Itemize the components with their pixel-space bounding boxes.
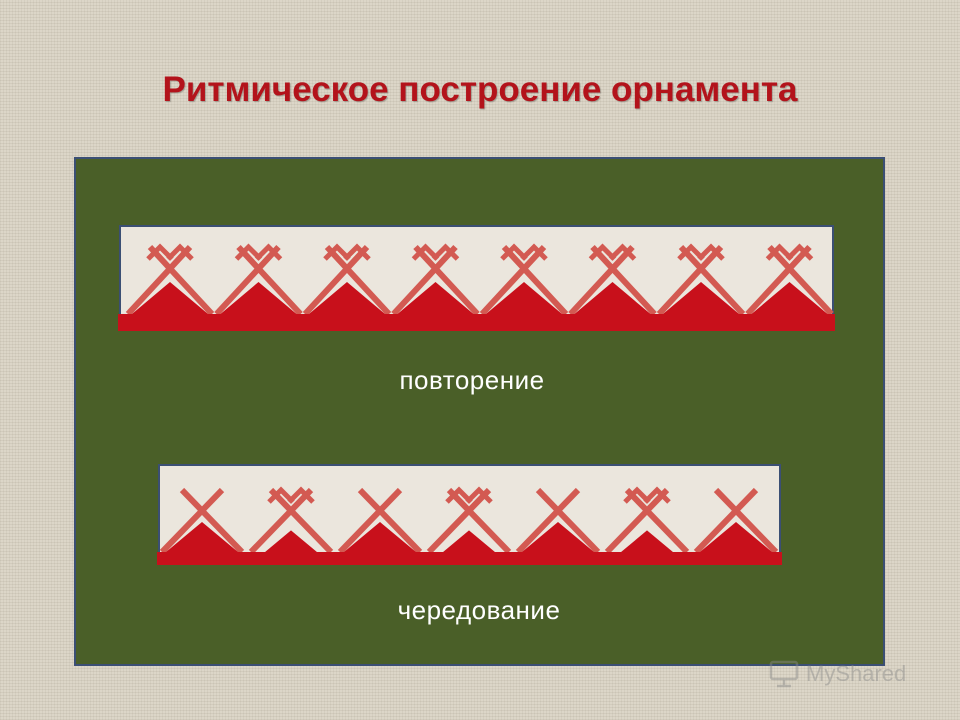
- ornament-line: [125, 244, 193, 317]
- ornament-line: [588, 243, 617, 261]
- ornament-line: [693, 487, 759, 555]
- ornament-line: [604, 487, 670, 555]
- ornament-line: [590, 244, 657, 317]
- ornament-strip-repeat: [118, 225, 835, 332]
- ornament-line: [520, 243, 548, 261]
- ornament-line: [267, 486, 295, 504]
- ornament-motif: [426, 486, 512, 555]
- ornament-line: [287, 486, 315, 504]
- ornament-line: [535, 487, 601, 555]
- ornament-line: [745, 244, 812, 317]
- ornament-line: [445, 486, 473, 504]
- ornament-motif: [656, 243, 746, 317]
- ornament-line: [391, 244, 458, 317]
- ornament-triangle: [621, 530, 673, 552]
- ornament-line: [677, 243, 705, 261]
- ornament-line: [678, 244, 746, 317]
- ornament-triangle: [309, 282, 385, 314]
- ornament-line: [146, 243, 174, 261]
- ornament-motif: [604, 486, 690, 555]
- ornament-line: [268, 487, 334, 555]
- ornament-line: [785, 243, 814, 261]
- ornament-triangle: [443, 530, 495, 552]
- caption-alternate: чередование: [397, 595, 561, 625]
- ornament-line: [431, 243, 460, 261]
- ornament-line: [357, 487, 423, 555]
- ornament-motif: [125, 243, 215, 317]
- ornament-line: [179, 487, 245, 555]
- ornament-line: [479, 244, 547, 317]
- ornament-line: [166, 243, 194, 261]
- ornament-triangle: [663, 282, 739, 314]
- ornament-line: [302, 244, 370, 317]
- ornament-line: [234, 243, 263, 261]
- caption-repeat: повторение: [399, 365, 545, 395]
- ornament-line: [323, 243, 351, 261]
- ornament-line: [608, 243, 637, 261]
- ornament-line: [643, 486, 671, 504]
- ornament-line: [324, 244, 392, 317]
- ornament-strip-alternate: [157, 464, 782, 566]
- ornament-motif: [693, 487, 779, 555]
- ornament-motif: [248, 486, 334, 555]
- ornament-motif: [214, 243, 303, 317]
- ornament-line: [446, 487, 512, 555]
- ornament-line: [765, 243, 794, 261]
- ornament-triangle: [522, 522, 594, 552]
- ornament-triangle: [700, 522, 772, 552]
- ornament-line: [501, 244, 569, 317]
- ornament-triangle: [344, 522, 416, 552]
- ornament-line: [147, 244, 215, 317]
- ornament-motif: [391, 243, 480, 317]
- ornament-triangle: [166, 522, 238, 552]
- ornament-line: [413, 244, 480, 317]
- ornament-strip-repeat-drawing: [118, 225, 835, 331]
- ornament-line: [254, 243, 283, 261]
- ornament-baseline-bar: [157, 552, 782, 565]
- ornament-triangle: [574, 282, 651, 314]
- ornament-line: [568, 244, 635, 317]
- ornament-line: [767, 244, 834, 317]
- ornament-line: [426, 487, 492, 555]
- ornament-motif: [159, 487, 245, 555]
- ornament-line: [343, 243, 371, 261]
- ornament-line: [248, 487, 314, 555]
- ornament-baseline-bar: [118, 314, 835, 331]
- ornament-triangle: [751, 282, 828, 314]
- ornament-line: [656, 244, 724, 317]
- ornament-triangle: [132, 282, 208, 314]
- ornament-motif: [337, 487, 423, 555]
- ornament-triangle: [486, 282, 562, 314]
- ornament-line: [411, 243, 440, 261]
- watermark-text: MyShared: [806, 661, 907, 686]
- ornament-motif: [479, 243, 569, 317]
- slide-title: Ритмическое построение орнамента: [162, 70, 798, 109]
- ornament-line: [236, 244, 303, 317]
- ornament-motif: [568, 243, 657, 317]
- ornament-triangle: [220, 282, 297, 314]
- ornament-line: [697, 243, 725, 261]
- ornament-triangle: [265, 530, 317, 552]
- ornament-line: [515, 487, 581, 555]
- ornament-line: [623, 486, 651, 504]
- ornament-triangle: [397, 282, 474, 314]
- ornament-motif: [515, 487, 601, 555]
- ornament-motif: [302, 243, 392, 317]
- ornament-line: [624, 487, 690, 555]
- ornament-line: [713, 487, 779, 555]
- ornament-line: [159, 487, 225, 555]
- ornament-line: [214, 244, 281, 317]
- ornament-strip-alternate-drawing: [157, 464, 782, 565]
- ornament-line: [337, 487, 403, 555]
- watermark: MyShared: [768, 656, 906, 692]
- ornament-line: [465, 486, 493, 504]
- ornament-motif: [745, 243, 834, 317]
- ornament-line: [500, 243, 528, 261]
- monitor-icon: [769, 660, 799, 688]
